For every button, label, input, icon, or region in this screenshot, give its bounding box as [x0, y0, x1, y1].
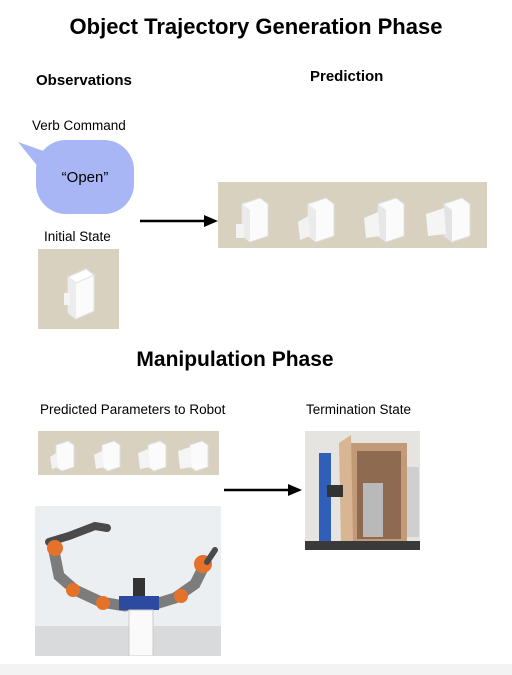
- cabinet-render-icon: [178, 440, 209, 472]
- robot-scene: [35, 506, 221, 656]
- speech-bubble-icon: “Open”: [36, 140, 134, 214]
- predicted-params-strip: [38, 431, 219, 475]
- prediction-header: Prediction: [310, 68, 384, 85]
- bottom-strip: [0, 664, 512, 675]
- initial-state-label: Initial State: [44, 229, 111, 244]
- initial-state-render: [38, 249, 119, 329]
- arrow-right-icon: [140, 215, 218, 227]
- verb-command-label: Verb Command: [32, 118, 126, 133]
- predicted-params-label: Predicted Parameters to Robot: [40, 402, 226, 417]
- cabinet-render-icon: [236, 197, 269, 243]
- cabinet-render-icon: [64, 268, 95, 320]
- termination-label: Termination State: [306, 402, 412, 417]
- cabinet-render-icon: [364, 197, 405, 243]
- observations-header: Observations: [36, 72, 132, 89]
- termination-photo: [305, 431, 420, 550]
- termination-scene: [305, 431, 420, 550]
- predicted-params-renders: [50, 440, 209, 472]
- verb-command-text: “Open”: [61, 168, 109, 186]
- cabinet-render-icon: [94, 440, 121, 472]
- cabinet-render-icon: [50, 440, 75, 472]
- robot-photo: [35, 506, 221, 656]
- prediction-render-strip: [218, 182, 487, 248]
- cabinet-render-icon: [298, 197, 335, 243]
- cabinet-render-icon: [426, 197, 471, 243]
- cabinet-render-icon: [138, 440, 167, 472]
- phase2-title: Manipulation Phase: [136, 348, 334, 371]
- predicted-trajectory-renders: [236, 197, 471, 243]
- phase1-title: Object Trajectory Generation Phase: [69, 14, 443, 39]
- arrow-right-icon: [224, 484, 302, 496]
